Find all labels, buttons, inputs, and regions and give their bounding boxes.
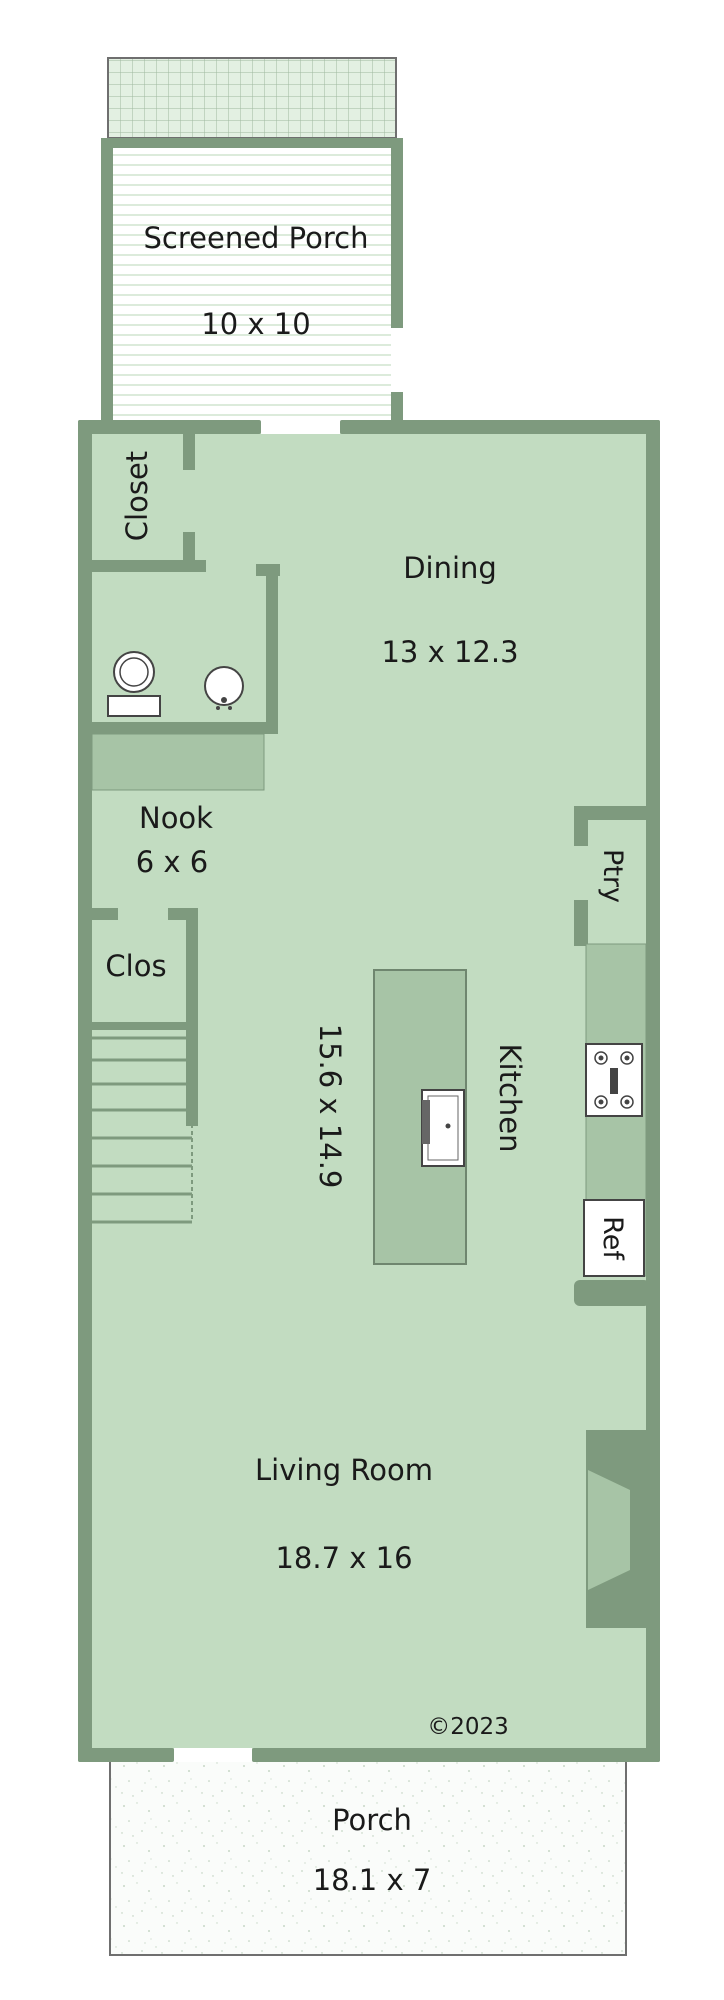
pantry-label: Ptry bbox=[597, 849, 628, 903]
wall-west bbox=[78, 420, 92, 1762]
pantry-wall-top bbox=[574, 806, 650, 820]
door-opening-south bbox=[174, 1748, 252, 1762]
closet-wall-upper bbox=[183, 430, 195, 470]
door-opening-screened-porch bbox=[391, 328, 403, 392]
refrigerator-label: Ref bbox=[597, 1216, 628, 1261]
living-room-label: Living Room bbox=[255, 1453, 433, 1487]
screened-porch-floor bbox=[108, 142, 396, 426]
screened-porch-wall-top bbox=[101, 138, 403, 148]
closet-wall-lower bbox=[183, 532, 195, 566]
stove-icon bbox=[585, 1043, 643, 1117]
clos-label: Clos bbox=[105, 949, 166, 983]
pantry-wall-left-lower bbox=[574, 900, 588, 946]
kitchen-label: Kitchen bbox=[493, 1044, 527, 1153]
door-opening-north bbox=[261, 420, 340, 434]
clos-wall-right bbox=[186, 908, 198, 1126]
closet-label: Closet bbox=[120, 451, 154, 541]
toilet-icon bbox=[107, 651, 161, 717]
bath-wall-right bbox=[266, 564, 278, 734]
wall-east bbox=[646, 420, 660, 1762]
refrigerator bbox=[583, 1199, 645, 1277]
porch-floor bbox=[109, 1757, 627, 1956]
porch-dims: 18.1 x 7 bbox=[313, 1863, 432, 1897]
living-room-dims: 18.7 x 16 bbox=[275, 1541, 412, 1575]
dining-dims: 13 x 12.3 bbox=[381, 635, 518, 669]
porch-label: Porch bbox=[332, 1803, 412, 1837]
pantry-wall-left-upper bbox=[574, 806, 588, 846]
deck-grid bbox=[107, 57, 397, 139]
nook-bench bbox=[91, 733, 265, 791]
wall-south-left bbox=[78, 1748, 174, 1762]
stairs bbox=[92, 1036, 193, 1224]
screened-porch-wall-left bbox=[101, 138, 113, 430]
copyright-text: ©2023 bbox=[427, 1714, 509, 1740]
screened-porch-wall-right-lower bbox=[391, 392, 403, 422]
dining-label: Dining bbox=[403, 551, 497, 585]
wall-north-right bbox=[340, 420, 660, 434]
clos-wall-bottom bbox=[88, 1022, 186, 1030]
screened-porch-dims: 10 x 10 bbox=[201, 307, 310, 341]
nook-label: Nook bbox=[139, 801, 213, 835]
clos-wall-top-left bbox=[88, 908, 118, 920]
house-floor bbox=[80, 422, 658, 1760]
screened-porch-wall-right-upper bbox=[391, 138, 403, 328]
sink-icon bbox=[204, 666, 244, 710]
screened-porch-label: Screened Porch bbox=[144, 221, 369, 255]
fireplace bbox=[586, 1430, 648, 1628]
kitchen-dims: 15.6 x 14.9 bbox=[313, 1024, 347, 1189]
bath-wall-bottom bbox=[88, 722, 278, 734]
wall-south-right bbox=[252, 1748, 660, 1762]
kitchen-wall-south bbox=[574, 1280, 650, 1306]
wall-north-left bbox=[78, 420, 261, 434]
closet-wall-bottom bbox=[88, 560, 206, 572]
nook-dims: 6 x 6 bbox=[136, 845, 209, 879]
kitchen-sink-icon bbox=[421, 1089, 465, 1167]
